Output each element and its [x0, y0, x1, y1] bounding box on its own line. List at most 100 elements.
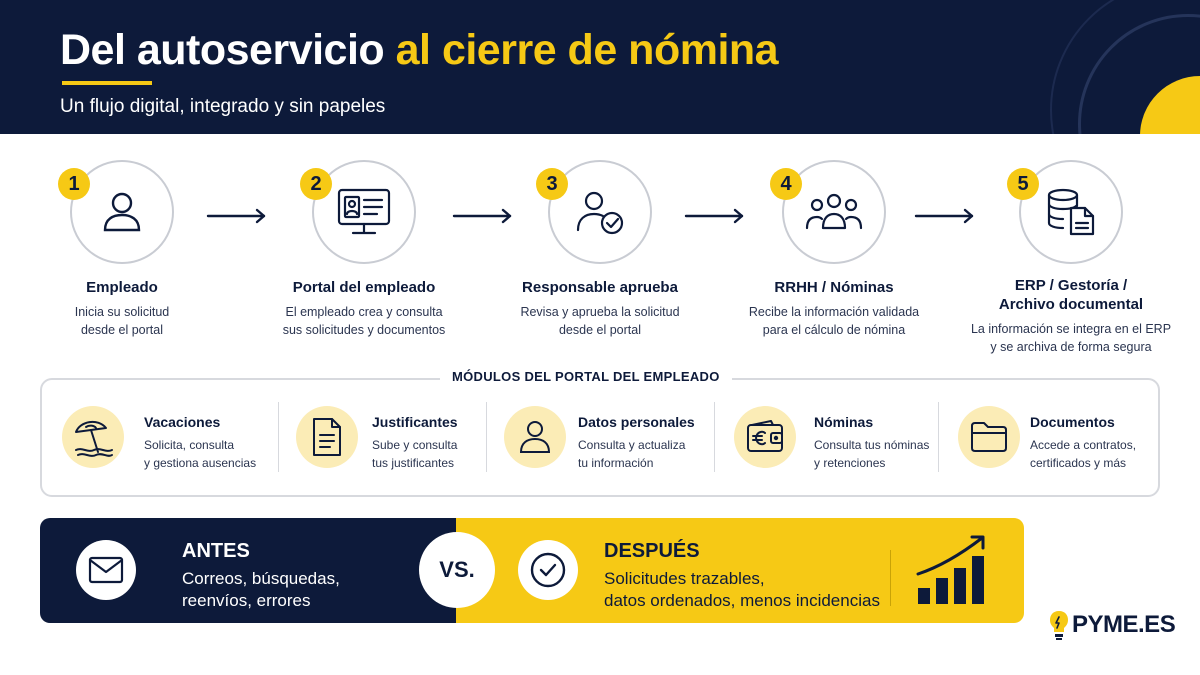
- title-underline: [62, 81, 152, 85]
- user-icon: [103, 192, 141, 232]
- after-desc-line: datos ordenados, menos incidencias: [604, 591, 880, 610]
- module-desc-line: y retenciones: [814, 456, 886, 470]
- folder-icon: [971, 422, 1007, 452]
- step-desc-line: Revisa y aprueba la solicitud: [520, 305, 680, 319]
- before-description: Correos, búsquedas, reenvíos, errores: [182, 568, 340, 612]
- step-circle: 4: [770, 160, 886, 264]
- step-desc-line: Inicia su solicitud: [74, 305, 170, 319]
- step-number-badge: 5: [1007, 168, 1039, 200]
- step-number-badge: 2: [300, 168, 332, 200]
- step-number-badge: 3: [536, 168, 568, 200]
- step-desc-line: desde el portal: [558, 323, 641, 337]
- lightbulb-icon: [1050, 611, 1068, 640]
- after-title: DESPUÉS: [604, 540, 700, 562]
- module-desc-line: certificados y más: [1030, 456, 1127, 470]
- module-title: Justificantes: [372, 414, 458, 430]
- user-check-icon: [576, 191, 624, 235]
- step-desc-line: desde el portal: [80, 323, 163, 337]
- euro-wallet-icon: [747, 420, 783, 452]
- before-after-panel: ANTES Correos, búsquedas, reenvíos, erro…: [40, 518, 1024, 623]
- module-divider: [938, 402, 939, 472]
- module-desc-line: y gestiona ausencias: [144, 456, 257, 470]
- module-desc-line: Sube y consulta: [372, 438, 458, 452]
- step-description: Inicia su solicitud desde el portal: [12, 303, 232, 339]
- check-circle-icon: [530, 552, 566, 588]
- header-banner: Del autoservicio al cierre de nómina Un …: [0, 0, 1200, 134]
- step-title: Empleado: [86, 279, 158, 296]
- mail-icon: [88, 556, 124, 584]
- module-vacaciones: Vacaciones Solicita, consulta y gestiona…: [62, 402, 272, 478]
- step-title: Portal del empleado: [292, 279, 436, 296]
- step-desc-line: y se archiva de forma segura: [990, 340, 1152, 354]
- module-divider: [278, 402, 279, 472]
- growth-chart-icon: [916, 535, 985, 604]
- step-desc-line: El empleado crea y consulta: [285, 305, 443, 319]
- title-part-yellow: al cierre de nómina: [395, 26, 779, 74]
- module-justificantes: Justificantes Sube y consulta tus justif…: [296, 402, 486, 478]
- step-title-line: Archivo documental: [998, 296, 1144, 313]
- cmp-icon-bg: [76, 540, 136, 600]
- arrow-right-icon: [206, 208, 266, 224]
- group-icon: [805, 193, 863, 230]
- module-datos-personales: Datos personales Consulta y actualiza tu…: [504, 402, 714, 478]
- step-empleado: 1 Empleado Inicia su solicitud desde el …: [12, 160, 232, 339]
- before-section: ANTES Correos, búsquedas, reenvíos, erro…: [40, 518, 456, 623]
- step-rrhh-nominas: 4 RRHH / Nóminas Recibe la información v…: [724, 160, 944, 339]
- module-desc-line: tu información: [578, 456, 654, 470]
- document-icon: [313, 418, 341, 456]
- before-title: ANTES: [182, 540, 250, 562]
- step-circle: 5: [1007, 160, 1123, 264]
- step-description: El empleado crea y consulta sus solicitu…: [254, 303, 474, 339]
- step-title-line: ERP / Gestoría /: [1014, 277, 1128, 294]
- module-icon-bg: [62, 406, 124, 468]
- module-icon-bg: [958, 406, 1020, 468]
- brand-logo: PYME.ES: [1048, 607, 1176, 643]
- step-desc-line: sus solicitudes y documentos: [282, 323, 446, 337]
- monitor-profile-icon: [337, 188, 391, 235]
- step-erp-gestoria: 5 ERP / Gestoría / Archivo documental La…: [956, 160, 1186, 356]
- logo-text: PYME.ES: [1072, 611, 1176, 638]
- vs-badge: VS.: [419, 532, 495, 608]
- after-section: DESPUÉS Solicitudes trazables, datos ord…: [456, 518, 1024, 623]
- step-title: ERP / Gestoría / Archivo documental: [956, 276, 1186, 314]
- arrow-right-icon: [452, 208, 512, 224]
- after-divider: [890, 550, 891, 606]
- step-portal-empleado: 2 Portal del empleado El empleado crea y…: [254, 160, 474, 339]
- module-title: Documentos: [1030, 414, 1115, 430]
- step-desc-line: Recibe la información validada: [748, 305, 920, 319]
- step-title: RRHH / Nóminas: [774, 279, 894, 296]
- step-desc-line: La información se integra en el ERP: [970, 322, 1172, 336]
- module-icon-bg: [504, 406, 566, 468]
- step-description: Revisa y aprueba la solicitud desde el p…: [490, 303, 710, 339]
- arrow-right-icon: [914, 208, 974, 224]
- module-icon-bg: [296, 406, 358, 468]
- module-divider: [486, 402, 487, 472]
- step-title: Responsable aprueba: [522, 279, 678, 296]
- step-circle: 3: [536, 160, 652, 264]
- cmp-icon-bg: [518, 540, 578, 600]
- user-icon: [519, 421, 551, 453]
- step-responsable-aprueba: 3 Responsable aprueba Revisa y aprueba l…: [490, 160, 710, 339]
- database-document-icon: [1047, 188, 1095, 236]
- step-description: Recibe la información validada para el c…: [724, 303, 944, 339]
- module-description: Consulta y actualiza tu información: [578, 436, 708, 472]
- modules-title: MÓDULOS DEL PORTAL DEL EMPLEADO: [440, 369, 732, 384]
- step-circle: 1: [58, 160, 174, 264]
- title-part-white: Del autoservicio: [60, 26, 385, 74]
- module-divider: [714, 402, 715, 472]
- module-description: Accede a contratos, certificados y más: [1030, 436, 1160, 472]
- beach-umbrella-icon: [75, 420, 113, 457]
- module-icon-bg: [734, 406, 796, 468]
- after-desc-line: Solicitudes trazables,: [604, 569, 765, 588]
- module-description: Sube y consulta tus justificantes: [372, 436, 502, 472]
- module-description: Consulta tus nóminas y retenciones: [814, 436, 944, 472]
- module-desc-line: Consulta tus nóminas: [814, 438, 930, 452]
- arrow-right-icon: [684, 208, 744, 224]
- step-number-badge: 1: [58, 168, 90, 200]
- before-desc-line: Correos, búsquedas,: [182, 569, 340, 588]
- after-description: Solicitudes trazables, datos ordenados, …: [604, 568, 880, 612]
- module-documentos: Documentos Accede a contratos, certifica…: [958, 402, 1154, 478]
- module-title: Nóminas: [814, 414, 874, 430]
- module-desc-line: Accede a contratos,: [1030, 438, 1137, 452]
- module-description: Solicita, consulta y gestiona ausencias: [144, 436, 274, 472]
